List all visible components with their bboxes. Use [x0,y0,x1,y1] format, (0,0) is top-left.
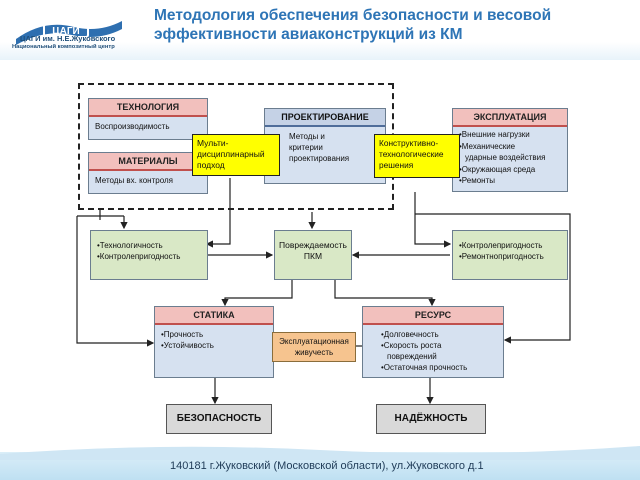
logo-org-name: ЦАГИ им. Н.Е.Жуковского [20,34,116,43]
resource-line: повреждений [387,352,437,361]
box-design-title: ПРОЕКТИРОВАНИЕ [265,109,385,127]
box-survivability: Эксплуатационная живучесть [272,332,356,362]
box-operation-title: ЭКСПЛУАТАЦИЯ [453,109,567,127]
box-technology-body: Воспроизводимость [95,122,170,131]
box-damage: Повреждаемость ПКМ [274,230,352,280]
box-statics-title: СТАТИКА [155,307,273,325]
box-resource: РЕСУРС •Долговечность •Скорость роста по… [362,306,504,378]
resource-line: •Остаточная прочность [381,363,468,372]
tsagi-logo: ЦАГИ [16,21,122,45]
statics-line: •Прочность [161,330,204,339]
inspectability-line: •Контролепригодность [459,241,543,250]
constructive-line: технологические [379,149,444,159]
box-operation: ЭКСПЛУАТАЦИЯ •Внешние нагрузки •Механиче… [452,108,568,192]
box-manufacturability: •Технологичность •Контролепригодность [90,230,208,280]
box-materials-title: МАТЕРИАЛЫ [89,153,207,171]
box-technology-title: ТЕХНОЛОГИЯ [89,99,207,117]
multi-line: Мульти- [197,138,229,148]
survivability-line: живучесть [294,348,334,357]
operation-line: •Ремонты [459,176,496,185]
constructive-line: Конструктивно- [379,138,439,148]
footer-address: 140181 г.Жуковский (Московской области),… [170,460,484,472]
box-technology: ТЕХНОЛОГИЯ Воспроизводимость [88,98,208,140]
resource-line: •Долговечность [381,330,439,339]
damage-line: ПКМ [303,251,323,261]
box-constructive: Конструктивно- технологические решения [374,134,460,178]
design-line: критерии [289,143,323,152]
box-multidisciplinary: Мульти- дисциплинарный подход [192,134,280,176]
statics-line: •Устойчивость [161,341,214,350]
box-materials: МАТЕРИАЛЫ Методы вх. контроля [88,152,208,194]
design-line: проектирования [289,154,350,163]
operation-line: •Окружающая среда [459,164,536,174]
footer-wave [0,446,640,460]
multi-line: подход [197,160,225,170]
logo-subtitle: Национальный композитный центр [12,44,115,50]
design-line: Методы и [289,132,325,141]
multi-line: дисциплинарный [197,149,265,159]
constructive-line: решения [379,160,414,170]
survivability-line: Эксплуатационная [279,337,349,346]
svg-text:ЦАГИ: ЦАГИ [52,26,79,37]
operation-line: •Внешние нагрузки [459,130,530,139]
box-resource-title: РЕСУРС [363,307,503,325]
operation-line: ударные воздействия [465,153,546,162]
damage-line: Повреждаемость [279,240,347,250]
box-inspectability: •Контролепригодность •Ремонтнопригодност… [452,230,568,280]
manufacturability-line: •Контролепригодность [97,252,181,261]
inspectability-line: •Ремонтнопригодность [459,252,544,261]
slide-title: Методология обеспечения безопасности и в… [154,7,552,43]
operation-line: •Механические [459,141,516,151]
manufacturability-line: •Технологичность [97,241,163,250]
box-reliability: НАДЁЖНОСТЬ [376,404,486,434]
resource-line: •Скорость роста [381,341,442,350]
box-materials-body: Методы вх. контроля [95,176,173,185]
box-design: ПРОЕКТИРОВАНИЕ Методы и критерии проекти… [264,108,386,184]
box-statics: СТАТИКА •Прочность •Устойчивость [154,306,274,378]
box-safety: БЕЗОПАСНОСТЬ [166,404,272,434]
